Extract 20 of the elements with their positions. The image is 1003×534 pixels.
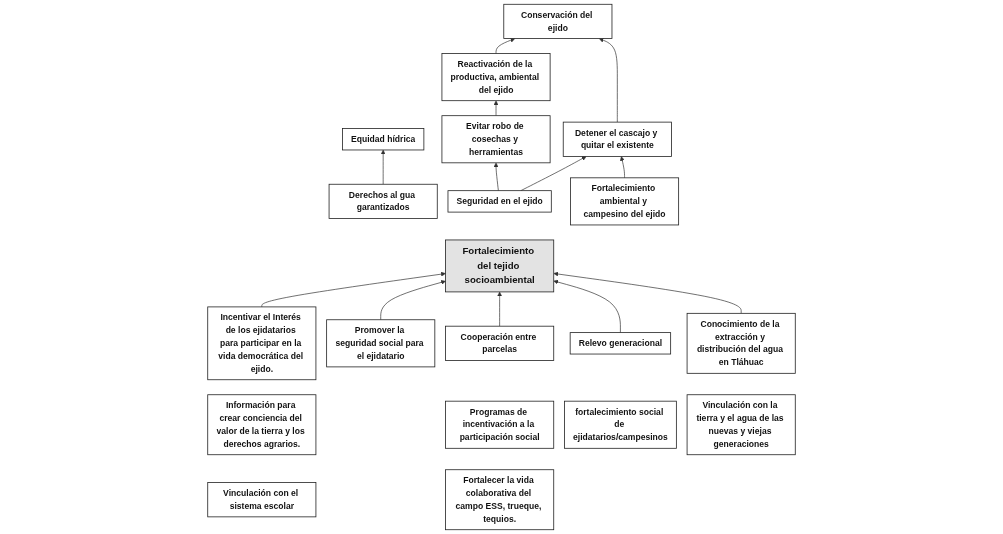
- node-box: Incentivar el Interés de los ejidatarios para participar en la vida democrática del ejido.: [207, 306, 317, 381]
- node-box: Equidad hídrica: [342, 128, 425, 151]
- node-box: Reactivación de la productiva, ambiental del ejido: [441, 53, 551, 102]
- node-box: Conocimiento de la extracción y distribución del agua en Tláhuac: [686, 312, 796, 374]
- node-box: Información para crear conciencia del valor de la tierra y los derechos agrarios.: [207, 394, 317, 456]
- node-box: Fortalecimiento del tejido socioambiental: [445, 239, 555, 293]
- node-box: Derechos al gua garantizados: [328, 183, 438, 219]
- node-box: Seguridad en el ejido: [447, 190, 552, 213]
- node-box: Vinculación con el sistema escolar: [207, 482, 317, 518]
- node-box: Conservación del ejido: [503, 3, 613, 39]
- node-box: Programas de incentivación a la participación social: [445, 400, 555, 449]
- node-box: Evitar robo de cosechas y herramientas: [441, 115, 551, 164]
- node-box: Relevo generacional: [569, 332, 672, 355]
- node-box: fortalecimiento social de ejidatarios/campesinos: [564, 400, 677, 449]
- node-box: Detener el cascajo y quitar el existente: [562, 121, 672, 157]
- node-box: Promover la seguridad social para el ejidatario: [326, 319, 436, 368]
- node-box: Fortalecer la vida colaborativa del campo ESS, trueque, tequios.: [445, 469, 555, 531]
- node-box: Cooperación entre parcelas: [445, 325, 555, 361]
- node-box: Fortalecimiento ambiental y campesino del ejido: [570, 177, 680, 226]
- node-box: Vinculación con la tierra y el agua de las nuevas y viejas generaciones: [686, 394, 796, 456]
